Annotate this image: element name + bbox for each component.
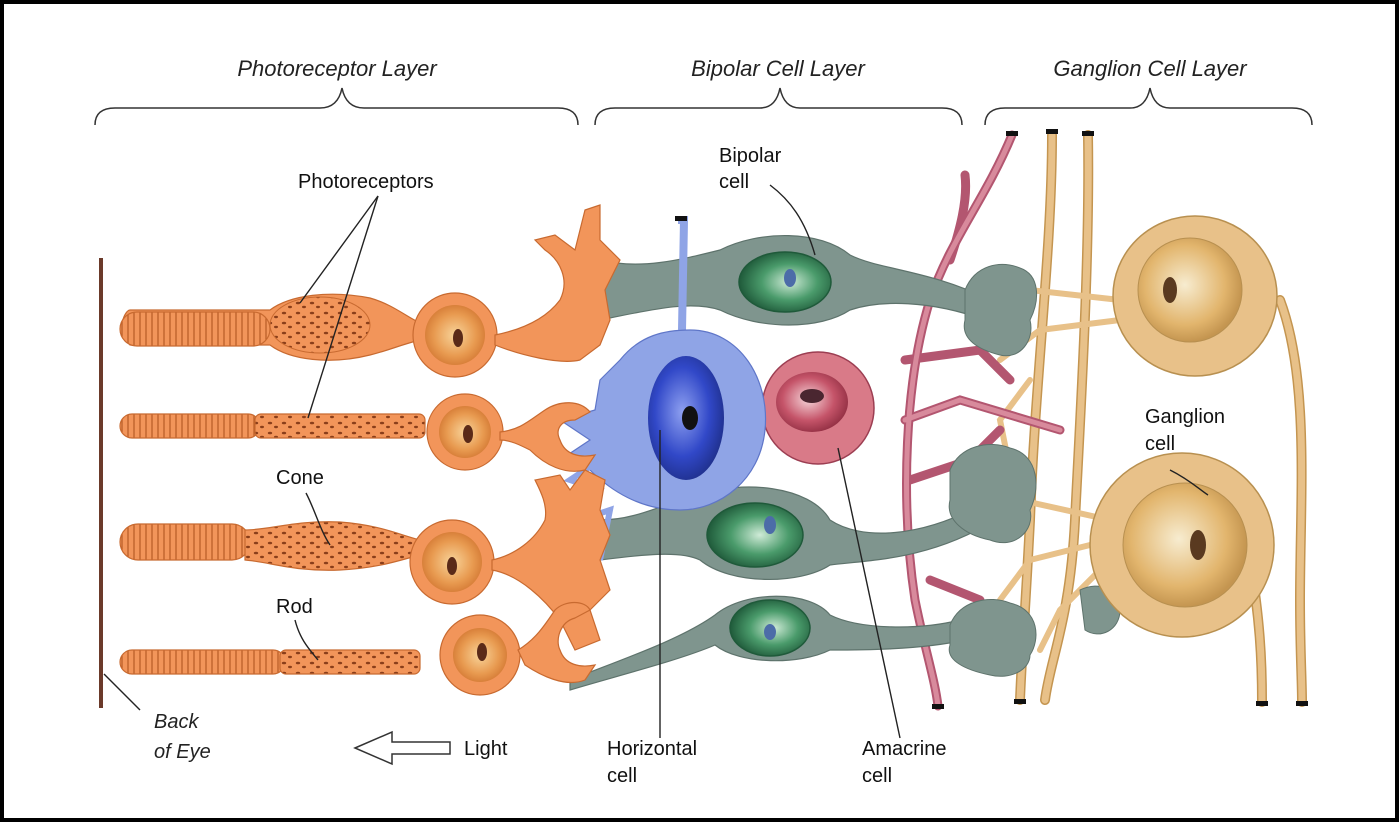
ganglion-cell-1: [1113, 216, 1277, 376]
bipolar-cell-label-line2: cell: [719, 171, 749, 193]
cone-label: Cone: [276, 467, 324, 489]
light-label: Light: [464, 738, 508, 760]
amacrine-cell: [762, 352, 874, 464]
cone-2: [120, 470, 610, 650]
ganglion-layer-title: Ganglion Cell Layer: [1053, 56, 1248, 81]
ganglion-cell-label-line1: Ganglion: [1145, 406, 1225, 428]
back-of-eye-label-line2: of Eye: [154, 741, 211, 763]
bipolar-layer-title: Bipolar Cell Layer: [691, 56, 866, 81]
ganglion-cell-label-line2: cell: [1145, 433, 1175, 455]
back-of-eye-label-line1: Back: [154, 711, 199, 733]
rod-1: [120, 394, 595, 471]
photoreceptor-layer-title: Photoreceptor Layer: [237, 56, 438, 81]
rod-2: [120, 603, 595, 696]
horizontal-cell-label-line1: Horizontal: [607, 738, 697, 760]
rod-label: Rod: [276, 596, 313, 618]
photoreceptors-label: Photoreceptors: [298, 171, 434, 193]
cone-1: [120, 205, 620, 377]
brace-ganglion-layer: [985, 88, 1312, 125]
brace-bipolar-layer: [595, 88, 962, 125]
bipolar-cell-label-line1: Bipolar: [719, 145, 782, 167]
light-arrow: [355, 732, 450, 764]
ganglion-cell-2: [1090, 453, 1274, 637]
horizontal-cell-label-line2: cell: [607, 765, 637, 787]
amacrine-cell-label-line2: cell: [862, 765, 892, 787]
amacrine-cell-label-line1: Amacrine: [862, 738, 946, 760]
brace-photoreceptor-layer: [95, 88, 578, 125]
